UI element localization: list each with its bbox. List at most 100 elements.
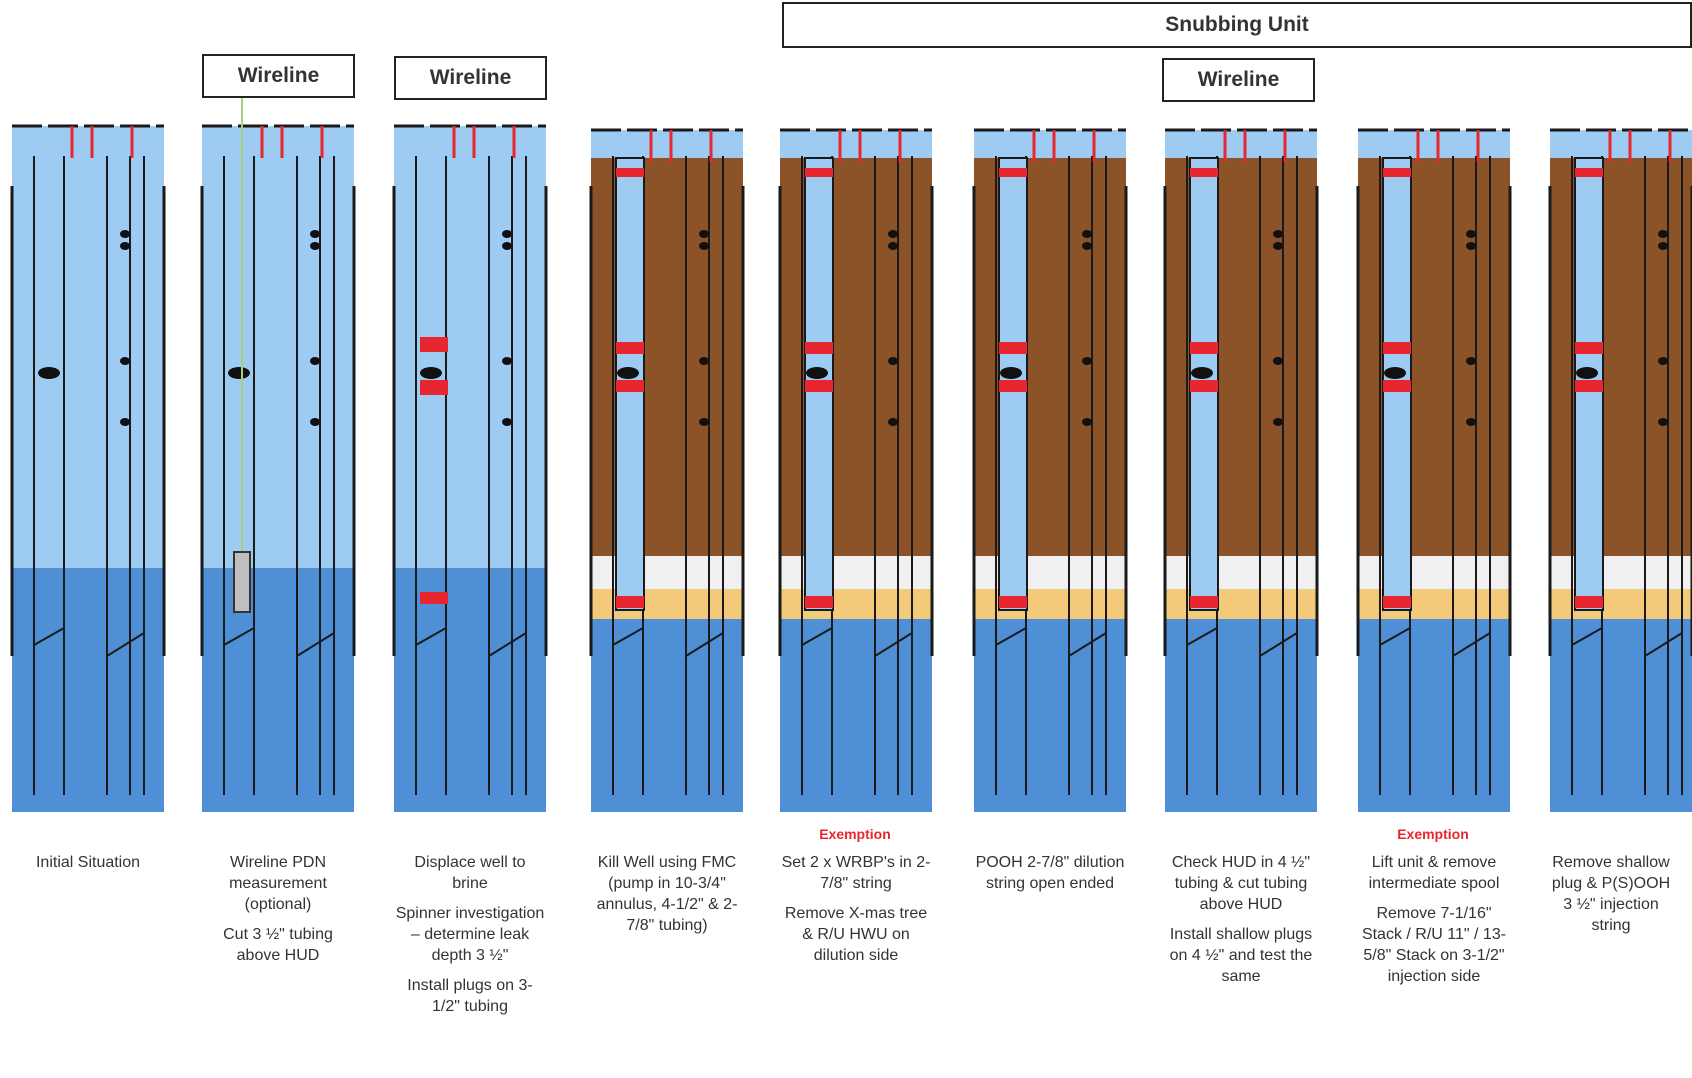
deep-blue-fill bbox=[1165, 619, 1317, 812]
plug bbox=[420, 380, 448, 395]
diagonal bbox=[612, 627, 644, 646]
valve bbox=[888, 230, 898, 238]
deep-blue-fill bbox=[394, 568, 546, 812]
packer bbox=[1576, 367, 1598, 379]
plug-mid bbox=[805, 342, 833, 354]
plug-bottom bbox=[616, 596, 644, 608]
wireline-box-2: Wireline bbox=[394, 56, 547, 100]
caption-paragraph: Remove shallow plug & P(S)OOH 3 ½" injec… bbox=[1551, 854, 1671, 934]
valve bbox=[1082, 418, 1092, 426]
packer bbox=[617, 367, 639, 379]
diagonal bbox=[415, 627, 447, 646]
wireline-tool bbox=[233, 551, 251, 613]
plug-bottom bbox=[1575, 596, 1603, 608]
wireline-box-3: Wireline bbox=[1162, 58, 1315, 102]
caption-paragraph: Check HUD in 4 ½" tubing & cut tubing ab… bbox=[1171, 854, 1311, 913]
caption-paragraph: Cut 3 ½" tubing above HUD bbox=[223, 926, 333, 964]
light-blue-fill bbox=[394, 126, 546, 568]
valve bbox=[120, 357, 130, 365]
plug-mid bbox=[805, 380, 833, 392]
exemption-label-2: Exemption bbox=[1397, 826, 1469, 842]
diagonal bbox=[801, 627, 833, 646]
wellbore-panel bbox=[10, 124, 166, 812]
valve bbox=[120, 242, 130, 250]
caption-paragraph: Lift unit & remove intermediate spool bbox=[1368, 854, 1500, 892]
valve bbox=[310, 357, 320, 365]
caption-paragraph: Remove 7-1/16" Stack / R/U 11" / 13-5/8"… bbox=[1361, 905, 1507, 985]
valve bbox=[120, 418, 130, 426]
step-caption: Remove shallow plug & P(S)OOH 3 ½" injec… bbox=[1546, 852, 1676, 945]
valve bbox=[888, 418, 898, 426]
step-caption: Kill Well using FMC (pump in 10-3/4" ann… bbox=[592, 852, 742, 945]
deep-blue-fill bbox=[780, 619, 932, 812]
caption-paragraph: Install plugs on 3-1/2" tubing bbox=[407, 977, 533, 1015]
diagonal bbox=[995, 627, 1027, 646]
caption-paragraph: POOH 2-7/8" dilution string open ended bbox=[975, 854, 1125, 892]
valve bbox=[310, 230, 320, 238]
top-cap bbox=[1165, 130, 1317, 160]
wellbore-panel bbox=[1548, 128, 1692, 812]
plug-top bbox=[616, 168, 644, 177]
diagonal bbox=[685, 632, 724, 657]
valve bbox=[1273, 242, 1283, 250]
packer bbox=[420, 367, 442, 379]
caption-paragraph: Spinner investigation – determine leak d… bbox=[395, 905, 545, 964]
plug-mid bbox=[999, 380, 1027, 392]
step-caption: Wireline PDN measurement (optional) Cut 3… bbox=[203, 852, 353, 975]
valve bbox=[310, 418, 320, 426]
top-cap bbox=[974, 130, 1126, 160]
step-caption: POOH 2-7/8" dilution string open ended bbox=[975, 852, 1125, 903]
plug-mid bbox=[1575, 342, 1603, 354]
plug-mid bbox=[1575, 380, 1603, 392]
valve bbox=[1658, 242, 1668, 250]
plug-bottom bbox=[999, 596, 1027, 608]
valve bbox=[1466, 357, 1476, 365]
plug-top bbox=[999, 168, 1027, 177]
plug-mid bbox=[1383, 342, 1411, 354]
valve bbox=[888, 242, 898, 250]
valve bbox=[1082, 242, 1092, 250]
diagonal bbox=[1259, 632, 1298, 657]
plug-bottom bbox=[1383, 596, 1411, 608]
plug-top bbox=[1575, 168, 1603, 177]
valve bbox=[120, 230, 130, 238]
caption-paragraph: Wireline PDN measurement (optional) bbox=[229, 854, 327, 913]
deep-blue-fill bbox=[12, 568, 164, 812]
packer bbox=[1191, 367, 1213, 379]
diagonal bbox=[223, 627, 255, 646]
deep-blue-fill bbox=[974, 619, 1126, 812]
valve bbox=[502, 418, 512, 426]
deep-blue-fill bbox=[591, 619, 743, 812]
plug-mid bbox=[999, 342, 1027, 354]
caption-paragraph: Remove X-mas tree & R/U HWU on dilution … bbox=[784, 905, 928, 964]
top-cap bbox=[591, 130, 743, 160]
diagonal bbox=[1644, 632, 1683, 657]
plug-mid bbox=[1190, 380, 1218, 392]
diagonal bbox=[874, 632, 913, 657]
wellbore-panel bbox=[200, 80, 356, 812]
wireline-box-1: Wireline bbox=[202, 54, 355, 98]
valve bbox=[1082, 357, 1092, 365]
plug-mid bbox=[1190, 342, 1218, 354]
plug-bottom bbox=[1190, 596, 1218, 608]
caption-paragraph: Displace well to brine bbox=[414, 854, 526, 892]
valve bbox=[1273, 230, 1283, 238]
valve bbox=[1466, 242, 1476, 250]
valve bbox=[1466, 418, 1476, 426]
valve bbox=[1082, 230, 1092, 238]
plug-mid bbox=[616, 380, 644, 392]
valve bbox=[1658, 418, 1668, 426]
valve bbox=[502, 357, 512, 365]
deep-blue-fill bbox=[202, 568, 354, 812]
valve bbox=[699, 230, 709, 238]
plug-top bbox=[1383, 168, 1411, 177]
exemption-label-1: Exemption bbox=[819, 826, 891, 842]
step-caption: Initial Situation bbox=[13, 852, 163, 882]
wellbore-panel bbox=[589, 128, 745, 812]
packer bbox=[1384, 367, 1406, 379]
valve bbox=[1273, 418, 1283, 426]
